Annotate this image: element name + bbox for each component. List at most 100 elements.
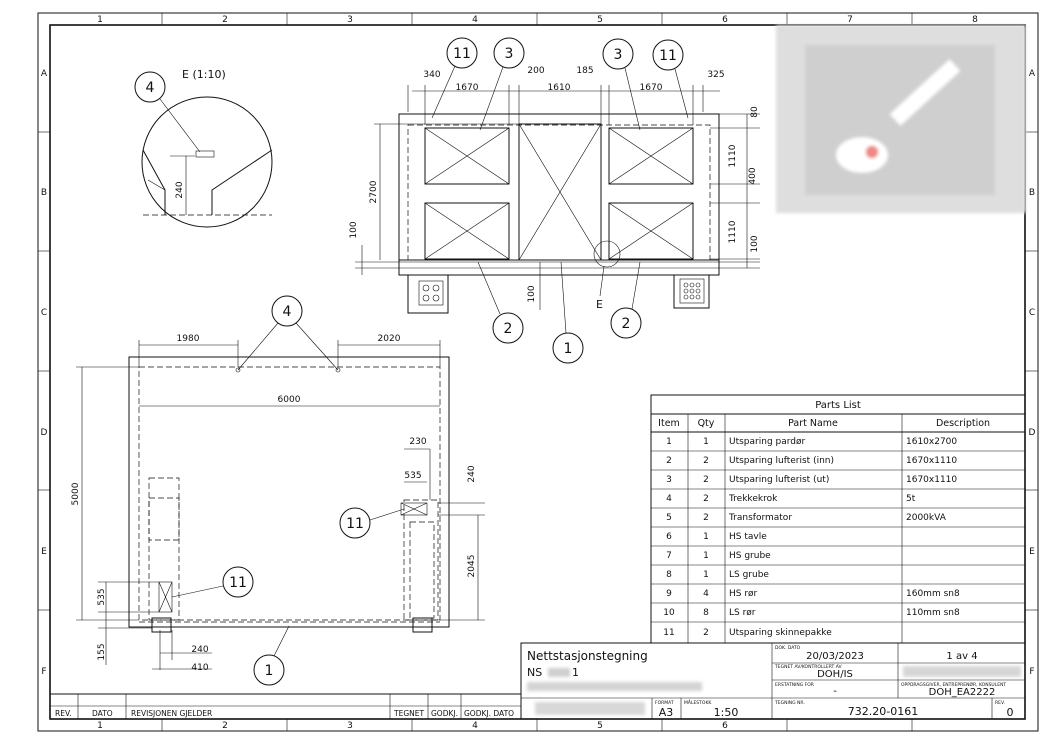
row-name: LS grube xyxy=(729,570,769,580)
dim-240-right: 240 xyxy=(467,465,477,482)
row-name: HS rør xyxy=(729,589,758,599)
balloon-1-top-text: 1 xyxy=(564,341,573,357)
row-label-A: A xyxy=(41,69,48,79)
col-label-7: 7 xyxy=(847,15,853,25)
row-label-right-B: B xyxy=(1029,188,1035,198)
balloon-1-plan xyxy=(253,654,285,686)
row-item: 9 xyxy=(666,589,672,599)
col-label-1: 1 xyxy=(97,15,103,25)
row-item: 1 xyxy=(666,437,672,447)
row-qty: 1 xyxy=(703,570,709,580)
row-label-C: C xyxy=(41,308,47,318)
date-col-header: DATO xyxy=(92,709,113,718)
header-description: Description xyxy=(936,418,990,429)
balloon-11-plan-left xyxy=(222,566,254,598)
col-label-3: 3 xyxy=(347,15,353,25)
balloon-11-plan-right-text: 11 xyxy=(346,516,364,532)
col-label-5: 5 xyxy=(597,15,603,25)
balloon-4-plan xyxy=(271,295,303,327)
dim-100-right: 100 xyxy=(750,235,760,252)
drawing-number: 732.20-0161 xyxy=(848,705,918,718)
col-label-bottom-3: 3 xyxy=(347,721,353,731)
balloon-11-top-right-text: 11 xyxy=(659,48,677,64)
col-label-8: 8 xyxy=(972,15,978,25)
balloon-1-plan-text: 1 xyxy=(265,663,274,679)
scale-label: MÅLESTOKK xyxy=(684,699,712,706)
sheet-number: 1 av 4 xyxy=(946,651,977,662)
balloon-11-top-left xyxy=(446,37,478,69)
dim-400: 400 xyxy=(748,167,758,184)
column-labels-bottom: 1 2 3 4 5 6 xyxy=(97,721,728,731)
row-name: Utsparing lufterist (ut) xyxy=(729,475,829,485)
row-name: HS tavle xyxy=(729,532,767,542)
row-labels-right: A B C D E F xyxy=(1029,69,1036,677)
header-item: Item xyxy=(658,418,680,429)
doc-date: 20/03/2023 xyxy=(806,651,864,662)
parts-list-title: Parts List xyxy=(815,400,861,411)
plan-view: 1980 2020 6000 5000 230 535 240 2045 535… xyxy=(71,295,485,686)
detail-view-title: E (1:10) xyxy=(182,68,226,81)
dim-240-left: 240 xyxy=(191,645,208,655)
detail-view-e: E (1:10) 240 4 xyxy=(134,68,273,228)
row-labels-left: A B C D E F xyxy=(41,69,48,677)
row-qty: 1 xyxy=(703,551,709,561)
rev-label: REV. xyxy=(995,700,1005,706)
dim-1670-left: 1670 xyxy=(456,83,479,93)
format-label: FORMAT xyxy=(655,700,674,706)
balloon-3-left-text: 3 xyxy=(505,46,514,62)
row-qty: 1 xyxy=(703,437,709,447)
drawing-no-label: TEGNING NR. xyxy=(774,700,805,706)
row-name: Utsparing lufterist (inn) xyxy=(729,456,834,466)
row-label-D: D xyxy=(41,428,48,438)
balloon-1-top xyxy=(552,332,584,364)
rev-col-header: REV. xyxy=(55,709,72,718)
dim-325: 325 xyxy=(707,70,724,80)
dim-80: 80 xyxy=(750,106,760,118)
dim-1610: 1610 xyxy=(548,83,571,93)
drawn-by: DOH/IS xyxy=(817,669,853,680)
balloon-11-plan-right xyxy=(339,507,371,539)
balloon-3-right xyxy=(602,38,634,70)
scale: 1:50 xyxy=(714,706,739,719)
row-name: Trekkekrok xyxy=(728,494,778,504)
balloon-4-detail-text: 4 xyxy=(146,80,155,96)
dim-2700: 2700 xyxy=(369,180,379,203)
client-code: DOH_EA2222 xyxy=(929,687,996,698)
row-item: 10 xyxy=(663,608,675,618)
row-desc: 110mm sn8 xyxy=(906,608,960,618)
ns-prefix: NS xyxy=(527,666,542,679)
balloon-3-right-text: 3 xyxy=(614,47,623,63)
replaces: - xyxy=(833,686,837,697)
balloon-2-left-text: 2 xyxy=(504,321,513,337)
row-label-right-E: E xyxy=(1029,547,1035,557)
row-label-E: E xyxy=(41,547,47,557)
balloon-3-left xyxy=(493,37,525,69)
row-label-right-C: C xyxy=(1029,308,1035,318)
dim-2045: 2045 xyxy=(467,555,477,578)
dim-1980: 1980 xyxy=(177,334,200,344)
balloon-11-plan-left-text: 11 xyxy=(229,575,247,591)
row-label-F: F xyxy=(41,667,46,677)
approved-col-header: GODKJ. xyxy=(431,709,458,718)
title-block: Nettstasjonstegning NS 1 DOK. DATO 20/03… xyxy=(520,642,1026,720)
dim-5000: 5000 xyxy=(71,482,81,505)
dim-100-bottom: 100 xyxy=(527,285,537,302)
row-qty: 4 xyxy=(703,589,709,599)
row-qty: 2 xyxy=(703,475,709,485)
row-name: HS grube xyxy=(729,551,771,561)
approved-date-col-header: GODKJ. DATO xyxy=(464,709,514,718)
col-label-bottom-2: 2 xyxy=(222,721,228,731)
balloon-4-detail xyxy=(134,71,166,103)
dim-1110-bottom: 1110 xyxy=(728,220,738,243)
row-desc: 1670x1110 xyxy=(906,456,957,466)
revision-applies-header: REVISJONEN GJELDER xyxy=(131,709,212,718)
row-item: 11 xyxy=(663,628,674,638)
dim-1670-right: 1670 xyxy=(640,83,663,93)
row-qty: 8 xyxy=(703,608,709,618)
row-label-right-F: F xyxy=(1029,667,1034,677)
dim-410: 410 xyxy=(191,663,208,673)
row-item: 2 xyxy=(666,456,672,466)
dim-155: 155 xyxy=(97,643,107,660)
format: A3 xyxy=(659,706,674,719)
